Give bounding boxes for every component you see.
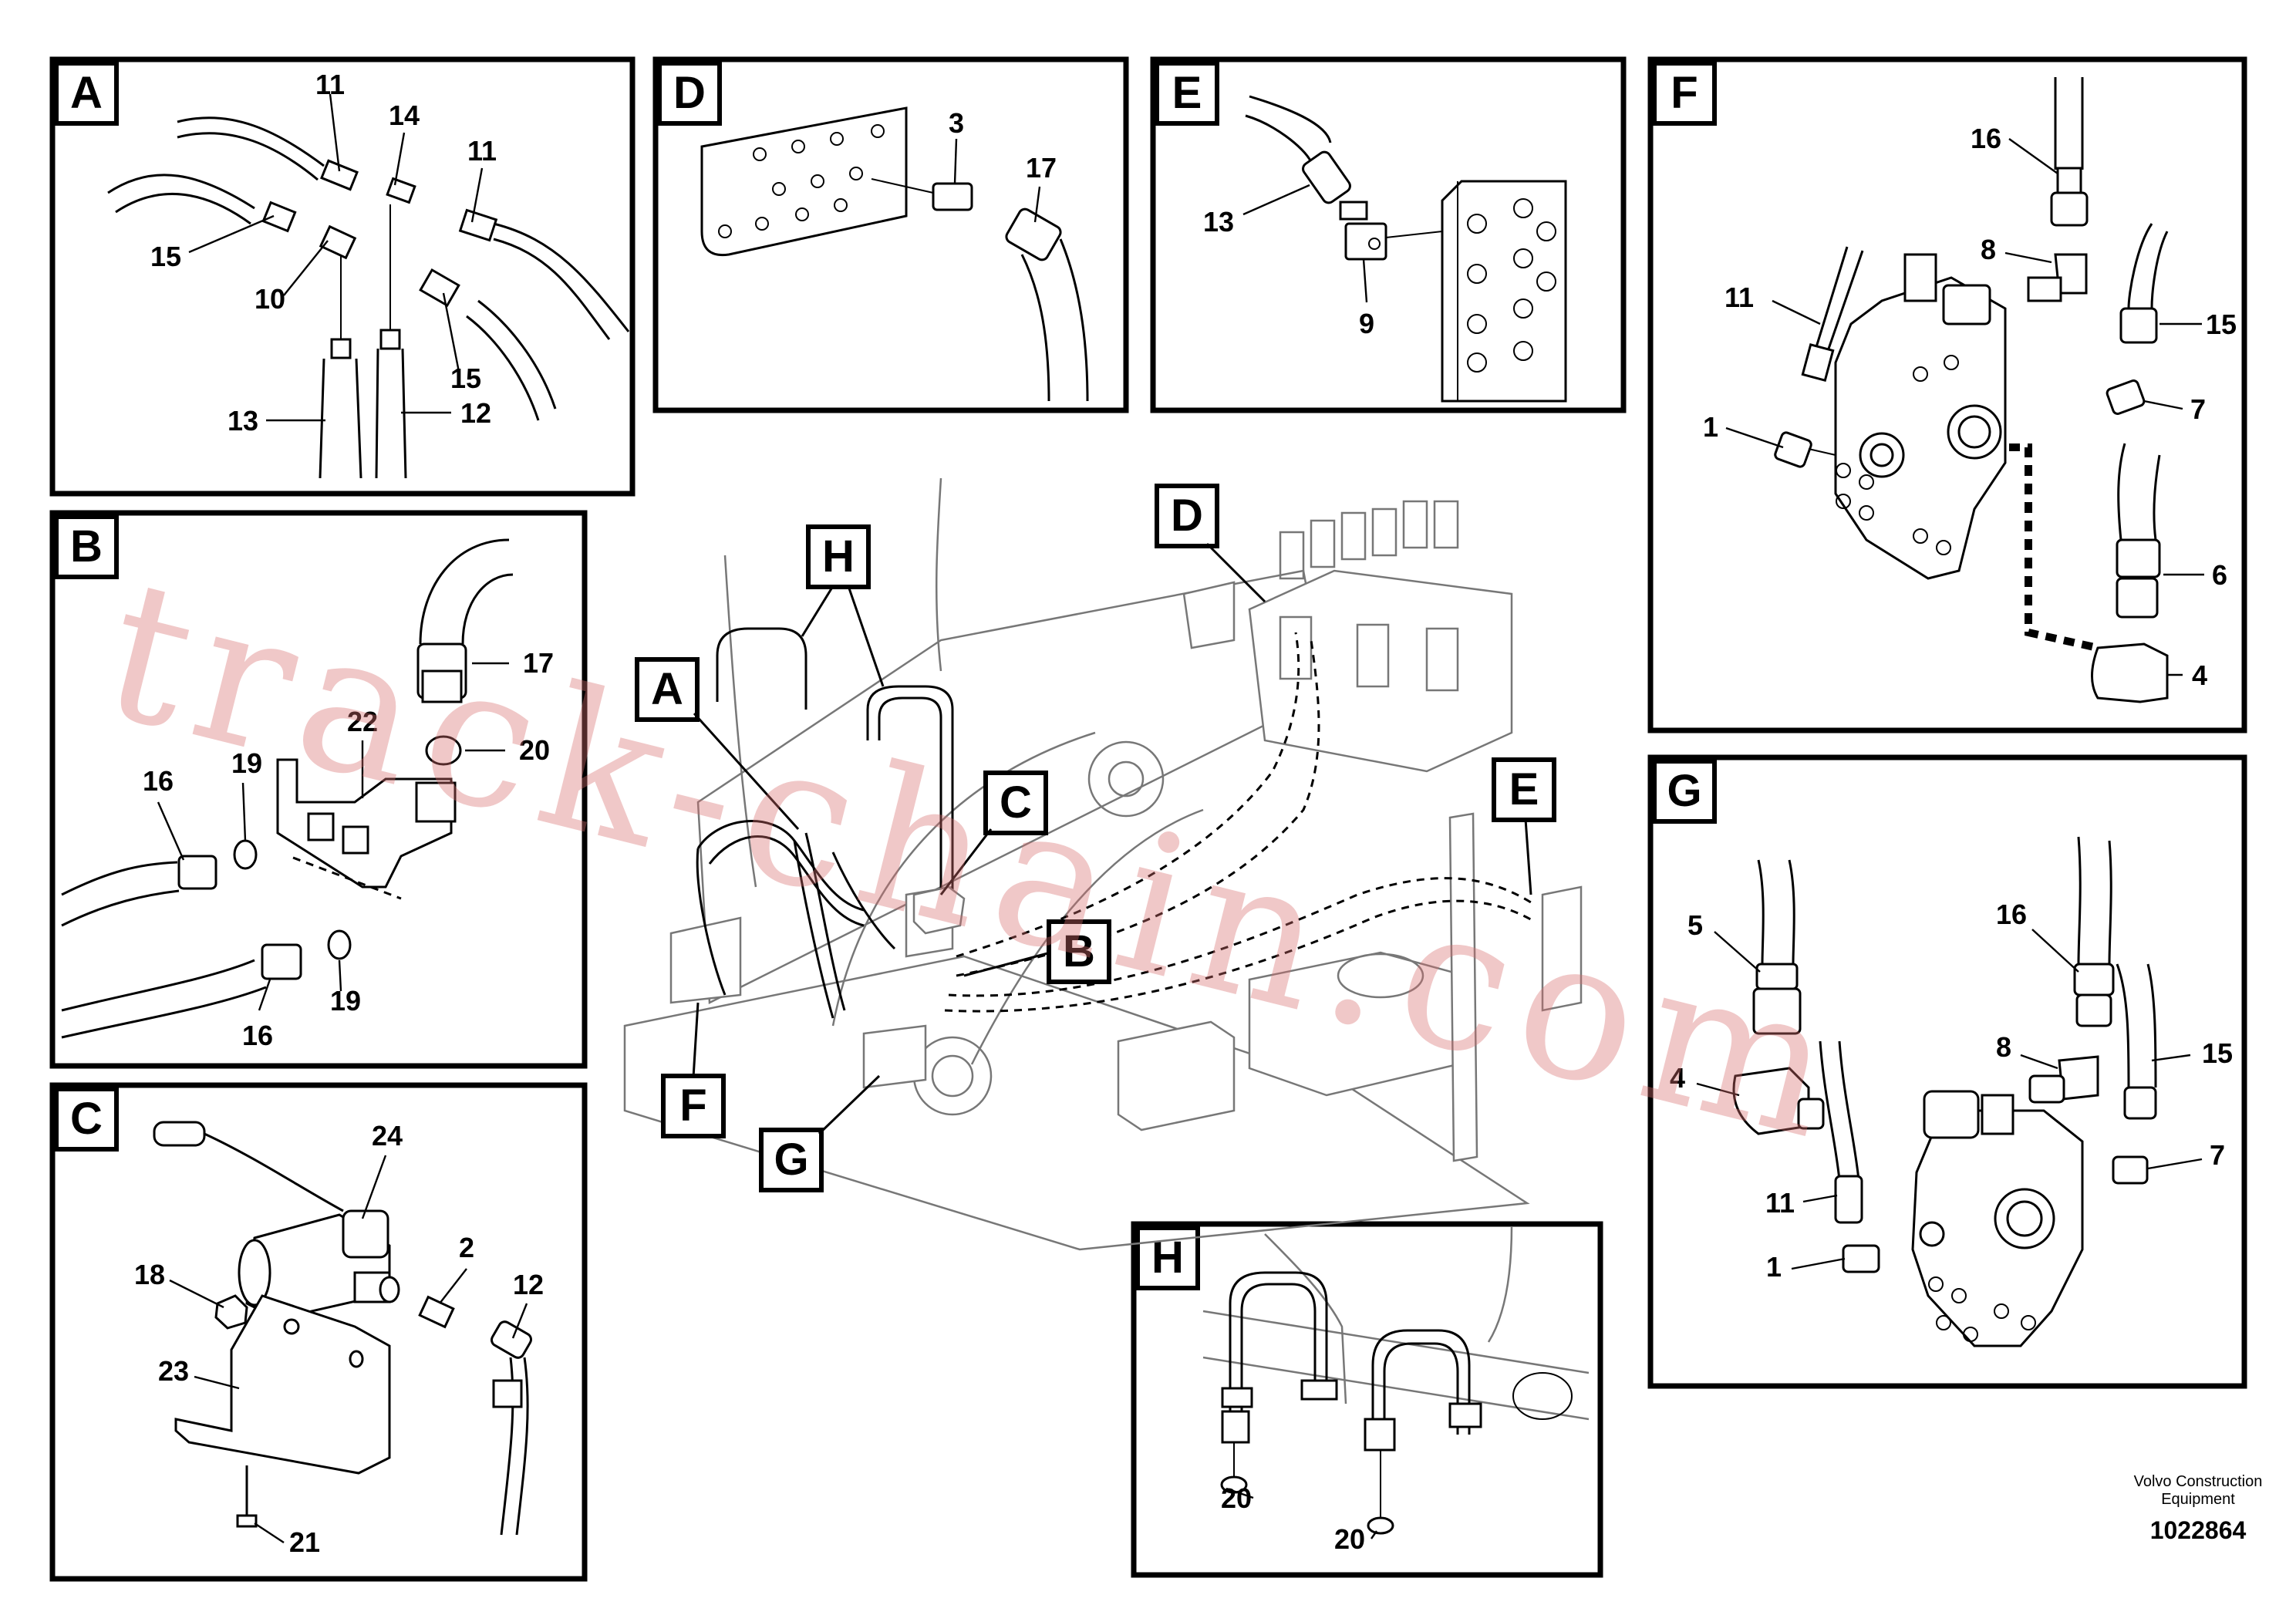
callout-24: 24 (372, 1120, 403, 1152)
panel-d-tag: D (673, 68, 706, 118)
callout-20: 20 (519, 734, 550, 766)
panel-e-tag: E (1172, 68, 1202, 118)
overview-tag-b: B (1063, 926, 1095, 976)
panel-g-tag: G (1667, 766, 1701, 816)
panel-b-tag: B (70, 521, 103, 572)
overview-tag-f: F (679, 1081, 706, 1131)
detail-panel-g: G (1647, 754, 2247, 1389)
callout-7: 7 (2190, 393, 2206, 425)
detail-panel-h: H 20 20 (1131, 1221, 1603, 1578)
credit-company-line2: Equipment (2161, 1491, 2235, 1508)
callout-8: 8 (1981, 234, 1996, 265)
overview-tag-e: E (1509, 764, 1539, 814)
callout-11: 11 (467, 135, 497, 167)
callout-1: 1 (1703, 411, 1718, 443)
overview-tag-h: H (822, 531, 855, 582)
callout-22: 22 (347, 706, 378, 737)
callout-19: 19 (330, 985, 361, 1017)
callout-16: 16 (1971, 123, 2001, 154)
callout-5: 5 (1687, 909, 1703, 941)
callout-2: 2 (459, 1232, 474, 1263)
callout-6: 6 (2212, 559, 2227, 591)
detail-panel-f: F (1647, 56, 2247, 733)
callout-20: 20 (1334, 1523, 1365, 1555)
callout-7: 7 (2210, 1139, 2225, 1171)
callout-19: 19 (231, 747, 262, 779)
callout-11: 11 (315, 69, 345, 100)
callout-15: 15 (150, 241, 181, 272)
callout-12: 12 (513, 1269, 544, 1300)
overview-callouts: D H A C E B F G (635, 484, 1556, 1192)
callout-14: 14 (389, 99, 420, 131)
callout-18: 18 (134, 1259, 165, 1290)
callout-17: 17 (523, 647, 554, 679)
overview-tag-g: G (774, 1135, 808, 1185)
overview-tag-a: A (651, 664, 683, 714)
callout-16: 16 (242, 1020, 273, 1051)
callout-4: 4 (1670, 1062, 1685, 1094)
detail-panel-b: B 17 20 22 16 19 19 16 (49, 510, 588, 1069)
callout-23: 23 (158, 1355, 189, 1387)
credit-block: Volvo Construction Equipment 1022864 (2134, 1473, 2263, 1544)
overview-tag-d: D (1171, 491, 1203, 541)
callout-17: 17 (1026, 152, 1057, 184)
callout-15: 15 (2206, 309, 2237, 340)
panel-c-tag: C (70, 1094, 103, 1144)
drawing-number: 1022864 (2150, 1516, 2247, 1544)
callout-4: 4 (2192, 659, 2207, 691)
panel-a-tag: A (70, 68, 103, 118)
callout-16: 16 (1996, 899, 2027, 930)
callout-13: 13 (1203, 206, 1234, 238)
callout-8: 8 (1996, 1031, 2011, 1063)
detail-panel-a: A 11 14 11 15 10 15 (49, 56, 636, 497)
callout-13: 13 (228, 405, 258, 437)
overview-tag-c: C (1000, 777, 1032, 828)
panel-f-tag: F (1671, 68, 1698, 118)
credit-company: Volvo Construction (2134, 1473, 2263, 1490)
callout-3: 3 (949, 107, 964, 139)
callout-15: 15 (2202, 1037, 2233, 1069)
detail-panel-e: E 13 9 (1150, 56, 1627, 413)
callout-16: 16 (143, 765, 174, 797)
callout-21: 21 (289, 1526, 320, 1558)
callout-1: 1 (1766, 1251, 1782, 1283)
callout-9: 9 (1359, 308, 1374, 339)
callout-11: 11 (1725, 282, 1754, 313)
callout-10: 10 (255, 283, 285, 315)
detail-panel-d: D 3 17 (652, 56, 1129, 413)
callout-20: 20 (1221, 1482, 1252, 1514)
callout-12: 12 (460, 397, 491, 429)
callout-15: 15 (450, 363, 481, 394)
callout-11: 11 (1765, 1187, 1795, 1219)
detail-panel-c: C 24 18 2 12 23 21 (49, 1082, 588, 1582)
